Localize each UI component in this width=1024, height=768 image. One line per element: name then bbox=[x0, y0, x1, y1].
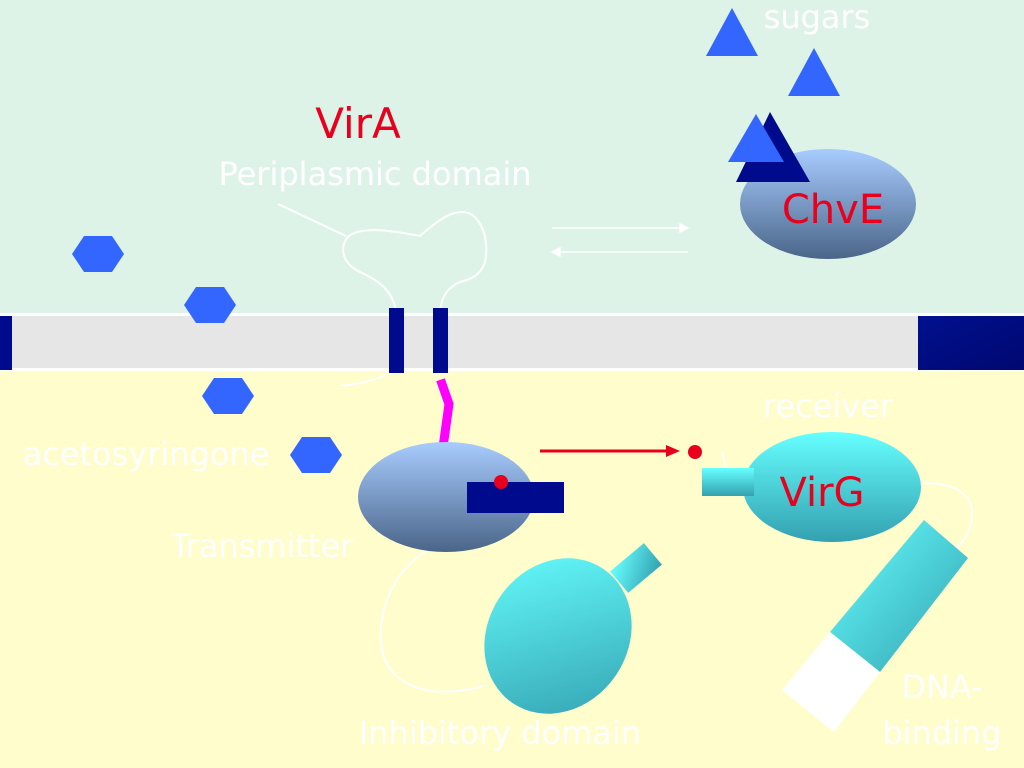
inhibitory-domain bbox=[484, 543, 662, 714]
membrane-left-cap bbox=[0, 316, 12, 370]
membrane bbox=[0, 313, 1024, 371]
transmitter-domain bbox=[358, 442, 534, 552]
sugar-molecules bbox=[706, 8, 840, 182]
phosphotransfer-arrow bbox=[540, 445, 702, 459]
chve-label: ChvE bbox=[782, 187, 884, 233]
inhibitory-domain-label: Inhibitory domain bbox=[359, 714, 641, 752]
sugar-triangle bbox=[788, 48, 840, 96]
virg-label: VirG bbox=[779, 470, 864, 516]
transmembrane-helix-right bbox=[433, 308, 448, 373]
dna-binding-label-line1: DNA- bbox=[901, 668, 982, 706]
phosphate-dot bbox=[494, 475, 508, 489]
sugar-triangle-bound bbox=[728, 114, 784, 162]
linker bbox=[436, 378, 454, 446]
vira-label: VirA bbox=[315, 99, 401, 148]
acetosyringone-hexagon bbox=[184, 287, 236, 323]
sugars-label: sugars bbox=[764, 0, 871, 36]
transmitter-block bbox=[467, 482, 564, 513]
acetosyringone-hexagon bbox=[202, 378, 254, 414]
acetosyringone-label: acetosyringone bbox=[23, 435, 270, 473]
transmembrane-helix-left bbox=[389, 308, 404, 373]
periplasmic-domain-outline bbox=[277, 203, 488, 387]
acetosyringone-hexagon bbox=[72, 236, 124, 272]
exchange-arrows bbox=[550, 222, 690, 258]
acetosyringone-hexagon bbox=[290, 437, 342, 473]
virg-phosphate-dot bbox=[688, 445, 702, 459]
virg-receiver-stub bbox=[702, 468, 754, 496]
periplasmic-domain-label: Periplasmic domain bbox=[218, 155, 531, 193]
connection-loops bbox=[379, 451, 974, 693]
receiver-label: receiver bbox=[763, 387, 894, 425]
virg-receiver-oval bbox=[743, 432, 921, 542]
acetosyringone-molecules bbox=[72, 236, 342, 473]
sugar-triangle bbox=[706, 8, 758, 56]
dna-binding-label-line2: binding bbox=[882, 714, 1001, 752]
transmitter-label: Transmitter bbox=[170, 527, 354, 565]
membrane-right-block bbox=[918, 316, 1024, 370]
dna-binding-domain bbox=[782, 520, 968, 732]
